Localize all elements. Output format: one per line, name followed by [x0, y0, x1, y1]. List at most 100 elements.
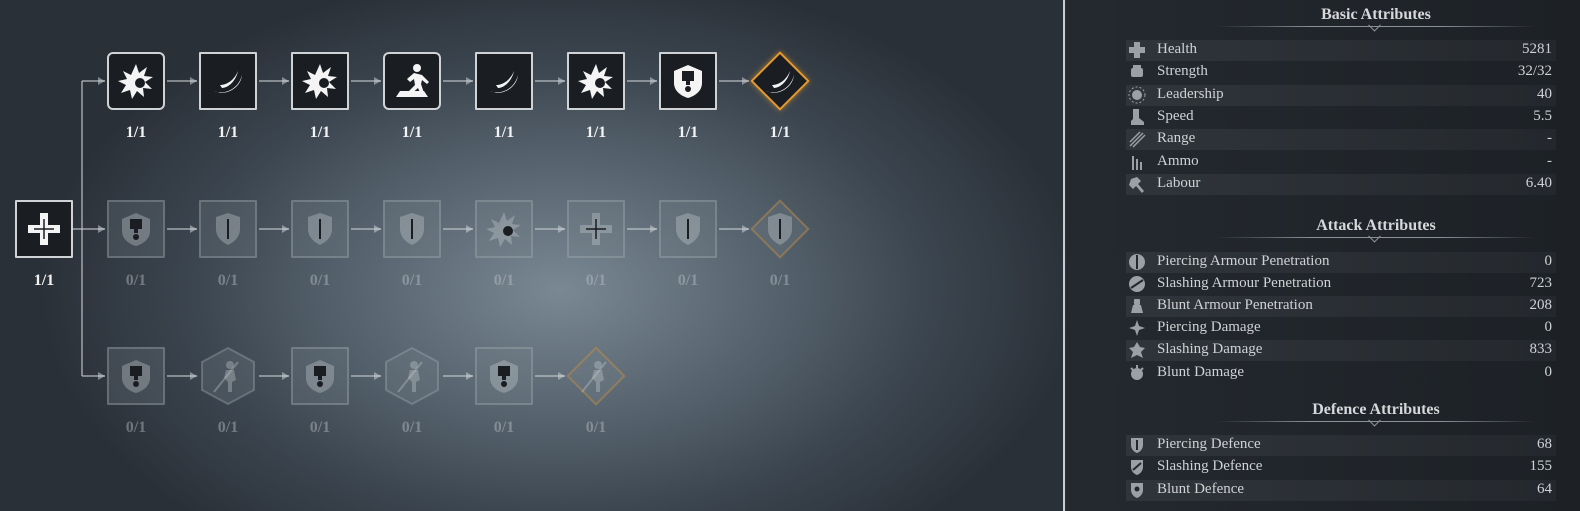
- attribute-row: Blunt Armour Penetration 208: [1126, 296, 1556, 318]
- connector-arrowhead: [466, 372, 473, 380]
- attribute-row: Speed 5.5: [1126, 107, 1556, 128]
- helmeted-soldier-icon: [490, 360, 518, 393]
- blunt-penetration-icon: [1131, 299, 1143, 314]
- skill-node-r1-c2[interactable]: [199, 52, 257, 110]
- skill-node-r3-c4[interactable]: [383, 347, 441, 405]
- connector-arrowhead: [374, 77, 381, 85]
- skill-node-r2-c8[interactable]: [750, 199, 810, 259]
- skill-level-count: 0/1: [309, 419, 331, 436]
- shield-icon: [308, 213, 332, 245]
- connector-arrowhead: [466, 225, 473, 233]
- attribute-value: 5.5: [1533, 107, 1552, 124]
- attribute-label: Piercing Armour Penetration: [1157, 253, 1330, 269]
- piercing-damage-icon: [1129, 320, 1145, 337]
- connector-arrowhead: [650, 77, 657, 85]
- piercing-defence-icon: [1131, 438, 1143, 453]
- connector-arrowhead: [742, 77, 749, 85]
- skill-level-count: 1/1: [125, 124, 147, 141]
- slash-arc-icon: [214, 71, 242, 93]
- skill-node-r1-c1[interactable]: [107, 52, 165, 110]
- skill-node-r1-c8[interactable]: [750, 51, 810, 111]
- skill-level-count: 0/1: [125, 272, 147, 289]
- skill-node-frame: [385, 347, 439, 405]
- sprinting-figure-icon: [396, 64, 429, 97]
- skill-node-r3-c1[interactable]: [107, 347, 165, 405]
- attribute-label: Blunt Damage: [1157, 363, 1245, 380]
- root-skill-node[interactable]: [15, 200, 73, 258]
- skill-level-count: 0/1: [217, 419, 239, 436]
- ammo-bars-icon: [1132, 155, 1142, 170]
- attribute-value: 0: [1544, 253, 1553, 269]
- helmeted-soldier-icon: [306, 360, 334, 393]
- skill-node-r1-c6[interactable]: [567, 52, 625, 110]
- skill-level-count: 0/1: [125, 419, 147, 436]
- attribute-row: Strength 32/32: [1126, 62, 1556, 83]
- connector-arrowhead: [190, 77, 197, 85]
- attribute-value: 64: [1537, 480, 1552, 497]
- attribute-value: 68: [1537, 436, 1552, 452]
- skill-node-r3-c2[interactable]: [199, 347, 257, 405]
- attribute-label: Leadership: [1157, 85, 1224, 102]
- spiked-impact-icon: [302, 64, 337, 99]
- attribute-value: 6.40: [1525, 174, 1552, 191]
- connector-arrowhead: [374, 372, 381, 380]
- connector-arrowhead: [282, 77, 289, 85]
- attribute-label: Health: [1157, 41, 1197, 57]
- skill-level-count: 0/1: [585, 272, 607, 289]
- skill-node-r1-c3[interactable]: [291, 52, 349, 110]
- attribute-value: 32/32: [1517, 63, 1552, 80]
- health-cross-icon: [1129, 42, 1145, 58]
- skill-node-r2-c6[interactable]: [567, 200, 625, 258]
- skill-node-r1-c5[interactable]: [475, 52, 533, 110]
- connector-arrowhead: [558, 225, 565, 233]
- skill-level-count: 0/1: [309, 272, 331, 289]
- attribute-label: Strength: [1157, 63, 1208, 80]
- skill-node-r2-c1[interactable]: [107, 200, 165, 258]
- piercing-penetration-icon: [1129, 254, 1145, 270]
- skill-node-r2-c3[interactable]: [291, 200, 349, 258]
- skill-level-count: 0/1: [493, 272, 515, 289]
- attribute-value: -: [1547, 130, 1552, 147]
- skill-level-count: 0/1: [677, 272, 699, 289]
- skill-level-count: 1/1: [677, 124, 699, 141]
- attribute-label: Blunt Armour Penetration: [1157, 297, 1313, 314]
- skill-node-r3-c5[interactable]: [475, 347, 533, 405]
- skill-node-r2-c4[interactable]: [383, 200, 441, 258]
- skill-node-r3-c3[interactable]: [291, 347, 349, 405]
- slashing-penetration-icon: [1129, 276, 1145, 293]
- skill-level-count: 0/1: [217, 272, 239, 289]
- connector-arrowhead: [282, 225, 289, 233]
- blunt-damage-icon: [1130, 364, 1144, 380]
- connector-arrowhead: [98, 372, 105, 380]
- skill-level-count: 0/1: [585, 419, 607, 436]
- skill-node-r3-c6[interactable]: [566, 346, 626, 406]
- attribute-label: Ammo: [1157, 152, 1199, 169]
- attack-attributes-divider: [1216, 237, 1536, 238]
- connector-arrowhead: [98, 77, 105, 85]
- attribute-value: 208: [1529, 297, 1553, 314]
- spiked-impact-icon: [486, 212, 521, 247]
- skill-node-frame: [199, 52, 257, 110]
- skill-node-frame: [475, 200, 533, 258]
- skill-node-r1-c4[interactable]: [383, 52, 441, 110]
- speed-boot-icon: [1131, 108, 1144, 125]
- attribute-label: Slashing Armour Penetration: [1157, 275, 1332, 292]
- connector-arrowhead: [374, 225, 381, 233]
- attribute-row: Slashing Armour Penetration 723: [1126, 274, 1556, 295]
- attribute-row: Piercing Armour Penetration 0: [1126, 252, 1556, 273]
- attribute-label: Speed: [1157, 107, 1194, 124]
- connector-arrowhead: [190, 372, 197, 380]
- basic-attributes-title: Basic Attributes: [1321, 6, 1431, 23]
- skill-level-count: 1/1: [217, 124, 239, 141]
- attribute-value: 155: [1529, 458, 1553, 475]
- skill-node-r1-c7[interactable]: [659, 52, 717, 110]
- skill-node-r2-c2[interactable]: [199, 200, 257, 258]
- skill-node-r2-c7[interactable]: [659, 200, 717, 258]
- skill-node-r2-c5[interactable]: [475, 200, 533, 258]
- attribute-value: 723: [1529, 275, 1553, 292]
